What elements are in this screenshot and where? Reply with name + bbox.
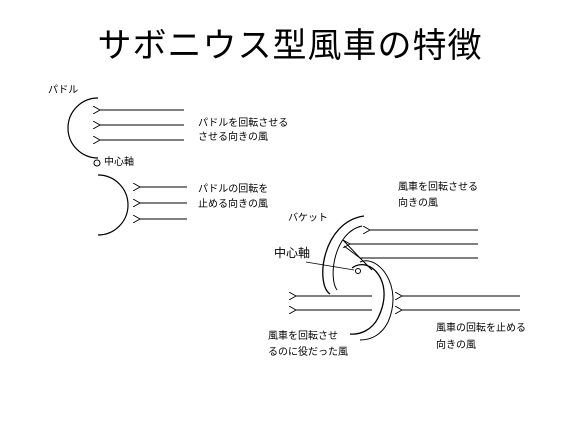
left-lower-wind-arrows: [140, 187, 187, 219]
rotate-wind-caption-1: 風車を回転させる: [398, 182, 478, 193]
upper-wind-caption-2: させる向きの風: [198, 132, 268, 143]
stop-wind-caption-2: 向きの風: [436, 340, 476, 351]
bucket-label: バケット: [288, 213, 328, 224]
helped-wind-caption-1: 風車を回転させ: [268, 331, 338, 342]
lower-bucket-outer: [349, 264, 385, 335]
page-title: サボニウス型風車の特徴: [97, 26, 483, 66]
helped-wind-caption-2: るのに役だった風: [268, 347, 348, 358]
wind-path: [343, 245, 478, 259]
lower-bucket-inner: [359, 260, 394, 341]
upper-bucket-inner: [332, 225, 363, 291]
lower-paddle: [97, 174, 129, 236]
stop-wind-caption-1: 風車の回転を止める: [436, 323, 526, 334]
upper-bucket-outer: [322, 215, 365, 295]
right-center-axis-label: 中心軸: [274, 246, 311, 260]
left-upper-wind-arrows: [100, 110, 184, 140]
right-center-axis-point: [355, 268, 361, 274]
left-center-axis-label: 中心軸: [104, 157, 134, 168]
upper-paddle: [67, 97, 99, 159]
rotating-wind-arrows: [343, 230, 478, 259]
upper-wind-caption-1: パドルを回転させる: [198, 118, 289, 129]
left-center-axis-point: [93, 159, 101, 167]
stopping-wind-arrows: [402, 296, 520, 310]
center-axis-leader: [305, 261, 355, 271]
helped-wind-arrows: [296, 296, 372, 310]
rotate-wind-caption-2: 向きの風: [398, 198, 438, 209]
lower-wind-caption-2: 止める向きの風: [198, 199, 268, 210]
lower-wind-caption-1: パドルの回転を: [198, 184, 269, 195]
paddle-label: パドル: [48, 85, 79, 96]
